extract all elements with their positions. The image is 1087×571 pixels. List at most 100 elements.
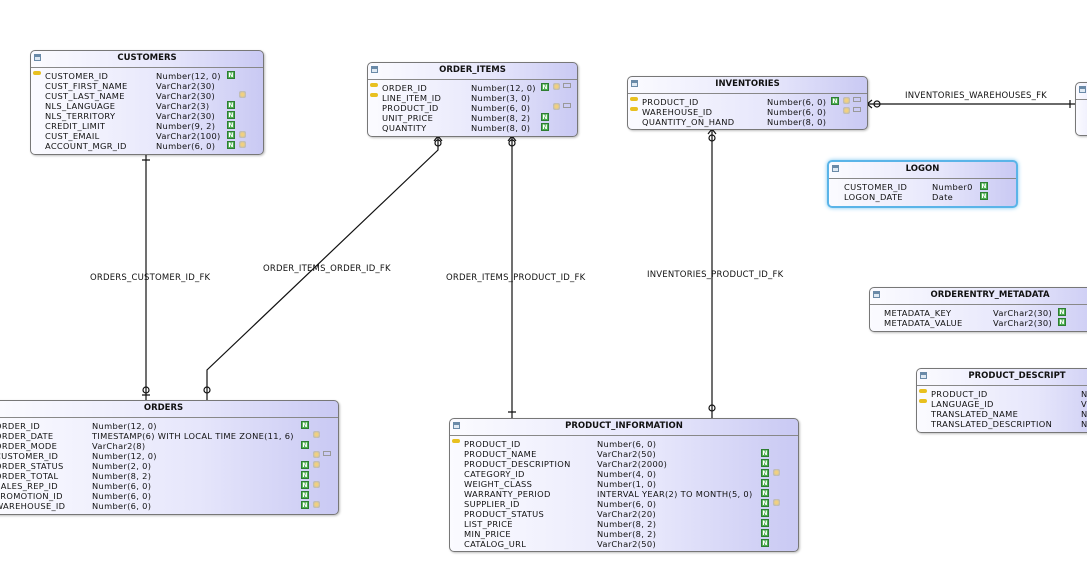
column-type: Number(1, 0) bbox=[597, 479, 657, 489]
not-null-icon: N bbox=[761, 529, 769, 537]
entity-header[interactable]: LOGON bbox=[829, 162, 1016, 179]
column-name: TRANSLATED_NAME bbox=[931, 409, 1019, 419]
column-name: TRANSLATED_DESCRIPTION bbox=[931, 419, 1053, 429]
relation-label-inventories-warehouses[interactable]: INVENTORIES_WAREHOUSES_FK bbox=[905, 91, 1047, 101]
relation-label-order-items-product[interactable]: ORDER_ITEMS_PRODUCT_ID_FK bbox=[446, 273, 586, 283]
not-null-icon: N bbox=[541, 113, 549, 121]
relation-label-order-items-order[interactable]: ORDER_ITEMS_ORDER_ID_FK bbox=[263, 264, 391, 274]
column-type: Number(8, 2) bbox=[471, 113, 531, 123]
entity-header[interactable]: ORDERENTRY_METADATA bbox=[870, 288, 1087, 305]
not-null-icon: N bbox=[541, 83, 549, 91]
table-icon bbox=[920, 372, 927, 379]
column-name: QUANTITY_ON_HAND bbox=[642, 117, 735, 127]
not-null-icon: N bbox=[301, 491, 309, 499]
column-type: VarChar2(30) bbox=[156, 111, 215, 121]
column-type: Number(12, 0) bbox=[156, 71, 221, 81]
column-type: Number(8, 0) bbox=[471, 123, 531, 133]
entity-header[interactable]: ORDER_ITEMS bbox=[368, 63, 577, 80]
column-type: VarChar2(50) bbox=[597, 449, 656, 459]
column-type: TIMESTAMP(6) WITH LOCAL TIME ZONE(11, 6) bbox=[92, 431, 294, 441]
entity-header[interactable]: INVENTORIES bbox=[628, 77, 867, 94]
index-icon bbox=[853, 107, 861, 112]
entity-title: PRODUCT_INFORMATION bbox=[565, 421, 683, 431]
column-name: MIN_PRICE bbox=[464, 529, 511, 539]
column-name: METADATA_KEY bbox=[884, 308, 952, 318]
column-type: Number(12, 0) bbox=[92, 421, 157, 431]
column-name: PRODUCT_ID bbox=[642, 97, 699, 107]
column-name: ORDER_DATE bbox=[0, 431, 54, 441]
entity-warehouses-partial[interactable] bbox=[1075, 82, 1087, 136]
column-type: VarChar2(30) bbox=[156, 91, 215, 101]
entity-title: CUSTOMERS bbox=[117, 53, 177, 63]
not-null-icon: N bbox=[301, 501, 309, 509]
entity-header[interactable]: CUSTOMERS bbox=[31, 51, 263, 68]
relation-label-inventories-product[interactable]: INVENTORIES_PRODUCT_ID_FK bbox=[647, 270, 784, 280]
column-type: Number(6, 0) bbox=[597, 439, 657, 449]
column-type: VarChar2(30) bbox=[156, 81, 215, 91]
column-row[interactable]: ORDER_DATE TIMESTAMP(6) WITH LOCAL TIME Z… bbox=[0, 431, 338, 441]
column-type: Number(8, 2) bbox=[92, 471, 152, 481]
cardinality-marks bbox=[142, 99, 1071, 413]
relation-label-orders-customer[interactable]: ORDERS_CUSTOMER_ID_FK bbox=[90, 273, 211, 283]
column-name: WEIGHT_CLASS bbox=[464, 479, 533, 489]
foreign-key-icon bbox=[773, 469, 780, 476]
entity-header[interactable]: PRODUCT_DESCRIPT bbox=[917, 369, 1087, 386]
index-icon bbox=[323, 451, 331, 456]
entity-header[interactable]: PRODUCT_INFORMATION bbox=[450, 419, 798, 436]
entity-header[interactable]: ORDERS bbox=[0, 401, 338, 418]
column-name: LANGUAGE_ID bbox=[931, 399, 994, 409]
not-null-icon: N bbox=[1058, 318, 1066, 326]
